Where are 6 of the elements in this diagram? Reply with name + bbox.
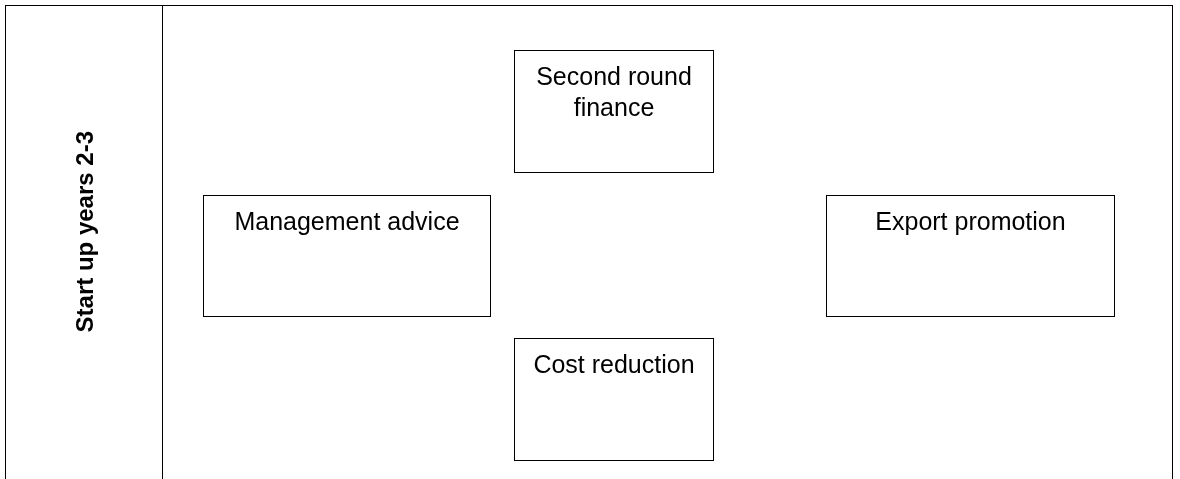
text-box: Management advice <box>203 195 491 317</box>
text-box: Cost reduction <box>514 338 714 461</box>
text-box: Second round finance <box>514 50 714 173</box>
table-header-cell <box>5 5 163 479</box>
row-heading: Start up years 2-3 <box>71 130 99 332</box>
text-box: Export promotion <box>826 195 1115 317</box>
